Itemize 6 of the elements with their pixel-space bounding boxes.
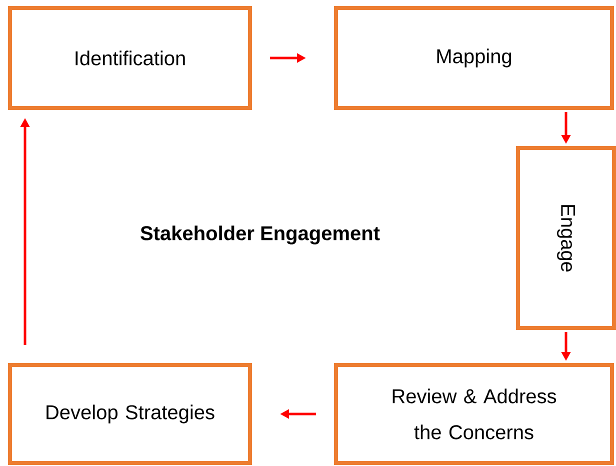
process-box: Identification <box>8 6 252 110</box>
diagram-title: Stakeholder Engagement <box>140 226 380 244</box>
process-box: Develop Strategies <box>8 363 252 465</box>
process-box: Engage <box>516 146 616 330</box>
process-box: Mapping <box>334 6 614 110</box>
process-box: Review & Address the Concerns <box>334 363 614 465</box>
